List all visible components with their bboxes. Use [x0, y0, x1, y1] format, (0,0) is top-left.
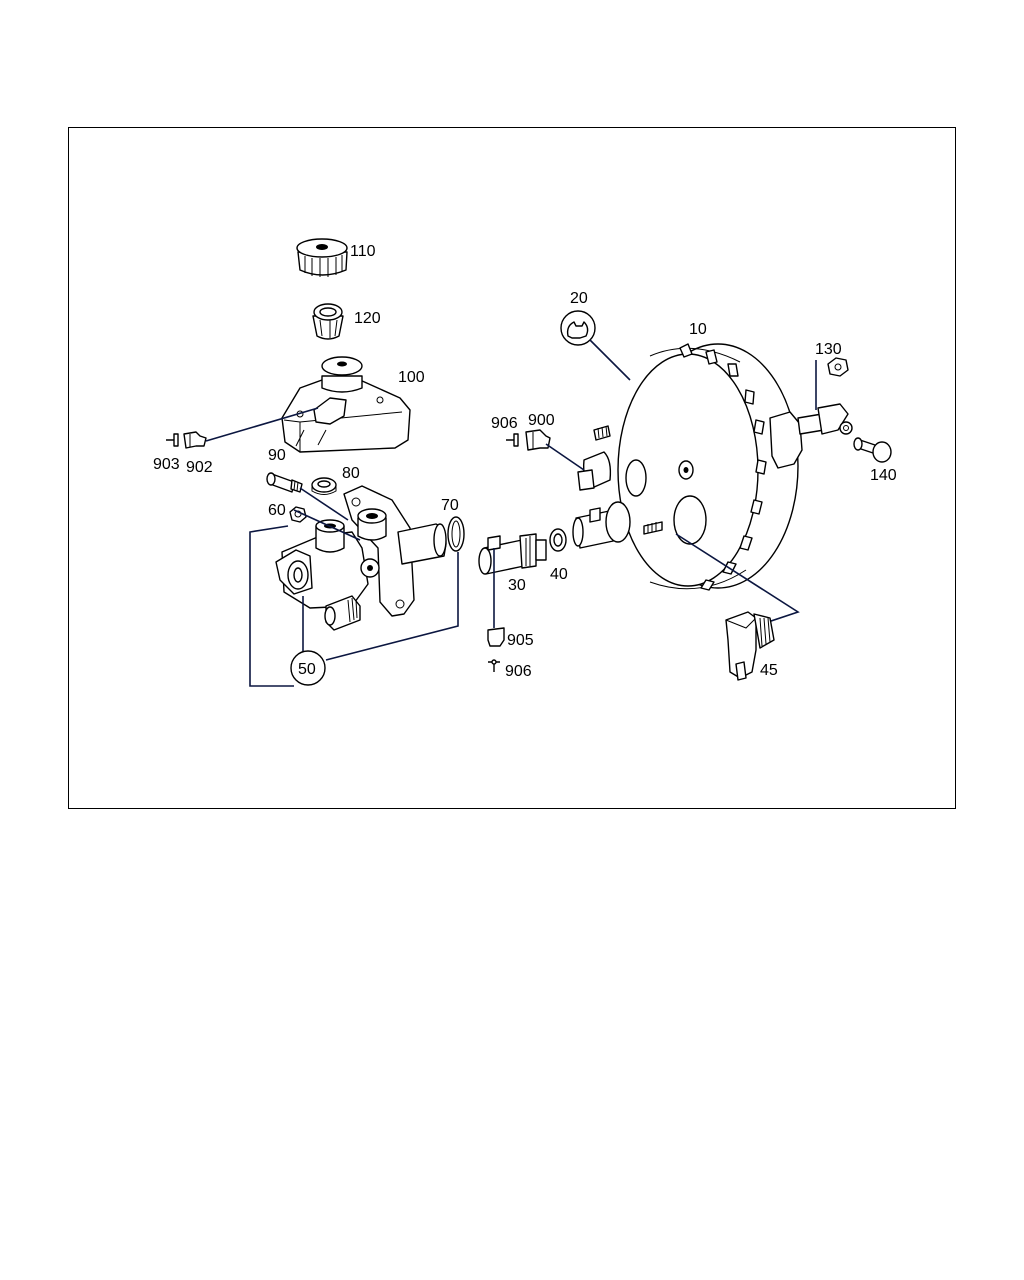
part-80-grommet[interactable]	[311, 477, 337, 495]
callout-labels: 110 120 100 20 10 130 906 900 140 903 90…	[153, 243, 897, 686]
part-906-pin-lower[interactable]	[488, 659, 500, 672]
part-45-pressure-sensor[interactable]	[725, 611, 775, 681]
callout-60: 60	[268, 502, 286, 519]
callout-130: 130	[815, 341, 842, 358]
callout-10: 10	[689, 321, 707, 338]
part-902-clip[interactable]	[183, 431, 207, 449]
callout-70: 70	[441, 497, 459, 514]
callout-902: 902	[186, 459, 213, 476]
callout-30: 30	[508, 577, 526, 594]
callout-80: 80	[342, 465, 360, 482]
callout-45: 45	[760, 662, 778, 679]
part-110-reservoir-cap[interactable]	[296, 238, 348, 277]
diagram-frame	[68, 127, 956, 809]
part-100-brake-fluid-reservoir[interactable]	[281, 356, 411, 453]
booster-ribs	[679, 343, 767, 591]
callout-906-lower: 906	[505, 663, 532, 680]
part-50-brake-master-cylinder[interactable]	[275, 485, 447, 631]
wrench-icon	[560, 310, 596, 346]
part-90-screw[interactable]	[266, 472, 303, 493]
callout-903: 903	[153, 456, 180, 473]
part-906-pin-upper[interactable]	[506, 433, 519, 447]
part-70-o-ring[interactable]	[447, 516, 465, 552]
part-10-brake-booster[interactable]	[572, 343, 853, 591]
callout-120: 120	[354, 310, 381, 327]
callout-140: 140	[870, 467, 897, 484]
callout-40: 40	[550, 566, 568, 583]
part-130-nut[interactable]	[827, 357, 849, 377]
callout-20: 20	[570, 290, 588, 307]
part-900-connector[interactable]	[525, 429, 551, 451]
callout-900: 900	[528, 412, 555, 429]
part-120-strainer[interactable]	[312, 303, 344, 340]
part-905-connector[interactable]	[487, 627, 505, 647]
callout-90: 90	[268, 447, 286, 464]
callout-110: 110	[350, 243, 376, 260]
part-903-pin[interactable]	[166, 433, 179, 447]
callout-905: 905	[507, 632, 534, 649]
callout-906-upper: 906	[491, 415, 518, 432]
callout-50: 50	[298, 661, 316, 678]
callout-50-circle: 50	[290, 650, 326, 686]
part-140-pin[interactable]	[853, 437, 892, 463]
part-40-seal-ring[interactable]	[549, 528, 567, 552]
part-30-sensor[interactable]	[478, 533, 547, 575]
callout-100: 100	[398, 369, 425, 386]
